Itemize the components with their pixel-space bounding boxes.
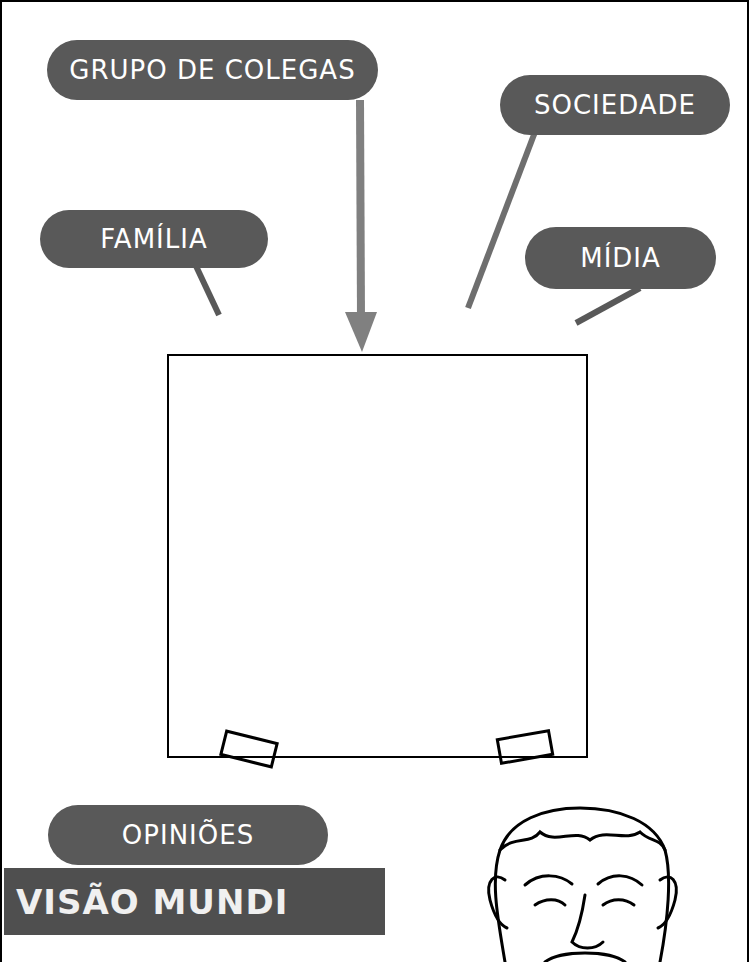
node-label: MÍDIA [580, 243, 661, 273]
tape [497, 731, 552, 764]
leader-line [468, 132, 535, 308]
node-label: GRUPO DE COLEGAS [69, 55, 355, 85]
title-band: VISÃO MUNDI [4, 868, 385, 935]
tape [221, 731, 277, 767]
node-label: SOCIEDADE [534, 90, 696, 120]
picture-frame [168, 355, 587, 757]
node-label: FAMÍLIA [100, 224, 207, 254]
arrow-head [345, 312, 377, 352]
result-pill: OPINIÕES [48, 805, 328, 865]
source-pill: FAMÍLIA [40, 210, 268, 268]
source-pill: MÍDIA [525, 227, 716, 289]
leader-arrow [360, 100, 361, 318]
node-label: VISÃO MUNDI [4, 882, 288, 922]
leader-line [196, 266, 219, 315]
source-pill: GRUPO DE COLEGAS [47, 40, 378, 100]
face-drawing [489, 808, 677, 962]
leader-line [576, 288, 640, 323]
node-label: OPINIÕES [122, 820, 254, 850]
source-pill: SOCIEDADE [500, 75, 730, 135]
